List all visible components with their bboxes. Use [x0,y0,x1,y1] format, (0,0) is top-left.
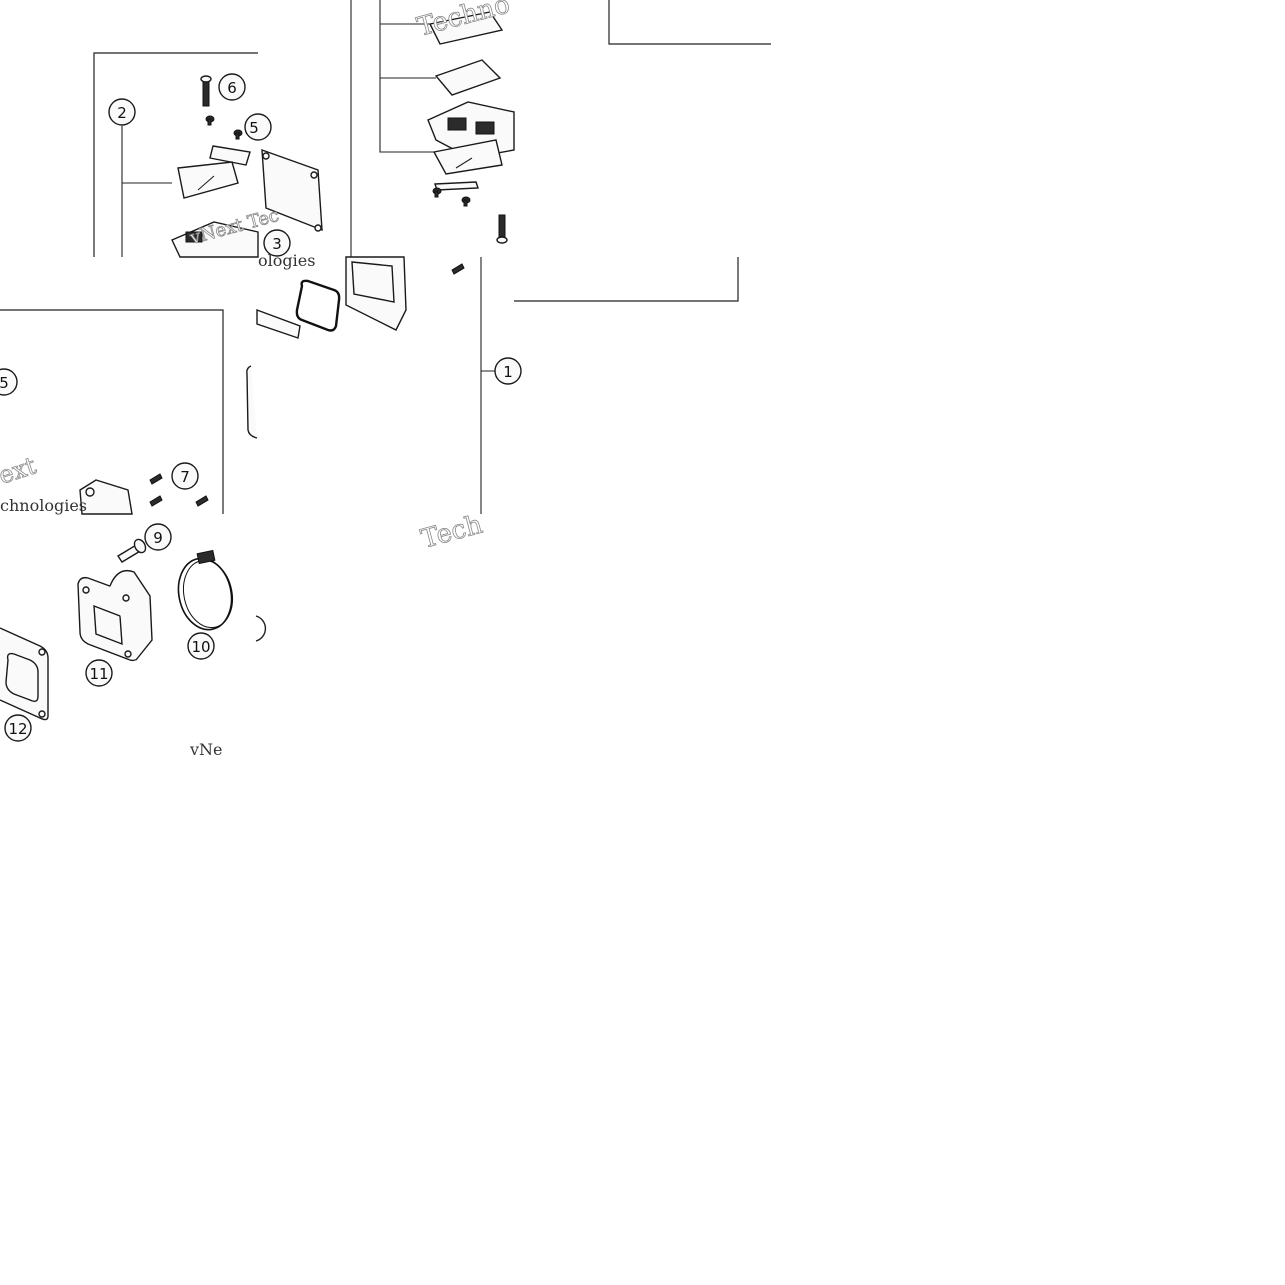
reed-stop-plate [434,181,479,191]
callout-2: 2 [117,104,127,122]
gasket [261,148,323,232]
callout-3: 3 [272,235,282,253]
tile-top-right [608,0,771,45]
callout-1: 1 [503,363,513,381]
intake-flange [79,479,133,515]
callout-5: 5 [249,119,259,137]
callout-6: 6 [227,79,237,97]
leader-2 [121,126,172,257]
screw-part [149,473,209,507]
tile-top-left: 2 6 5 3 vNext Tec [93,52,323,258]
o-ring [295,279,341,332]
watermark-text: chnologies [0,496,87,515]
screw-part [451,263,465,275]
screw-part [205,115,243,140]
callout-10: 10 [191,638,210,656]
reed-stop-plate [209,145,251,166]
gasket [246,365,258,439]
reed-block [171,221,259,258]
callout-12: 12 [8,720,27,738]
callout-5-left: 5 [0,374,9,392]
assembly-frame-1 [608,0,771,45]
assembly-frame-1 [514,257,739,302]
gasket-12 [0,627,49,721]
assembly-frame-5 [0,309,224,514]
callout-7: 7 [180,468,190,486]
watermark-text: ext [0,451,40,489]
leader-1 [480,257,495,514]
tile-bottom-left: 9 11 10 12 vNe [0,523,267,759]
leader-1 [379,0,436,153]
bolt-part [200,75,212,107]
intake-manifold [77,569,153,662]
bolt-part [117,538,147,563]
bolt-part [496,214,508,244]
assembly-frame-2 [93,52,258,257]
reed-petal [428,11,504,45]
reed-petal [432,139,503,175]
spacer-strip [256,308,301,339]
tile-left-middle: 5 7 ext chnologies [0,309,224,515]
screw-part [432,187,471,207]
callout-11: 11 [89,665,108,683]
watermark-text: ologies [258,251,315,270]
callout-9: 9 [153,529,163,547]
tile-middle: 1 ologies Tech [246,251,739,555]
tile-top-middle: Techno [350,0,515,257]
watermark-text: vNe [189,740,223,759]
reed-petal [434,59,502,96]
hose-clamp [177,549,234,631]
reed-petal [177,161,239,199]
watermark-text: Tech [418,510,486,555]
